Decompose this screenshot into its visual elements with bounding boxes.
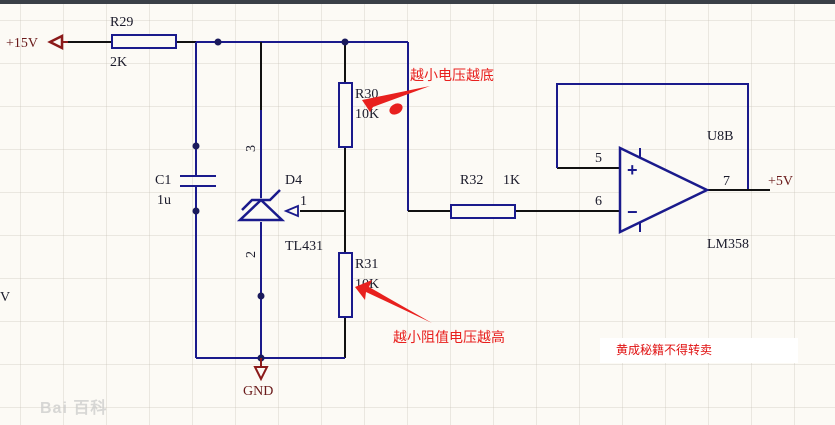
- d4-pin-1: 1: [300, 194, 307, 209]
- r32-resistor[interactable]: [450, 204, 516, 219]
- edge-v-label: V: [0, 290, 10, 305]
- top-bar: [0, 0, 835, 4]
- u8b-ref: U8B: [707, 129, 733, 144]
- r31-resistor[interactable]: [338, 252, 353, 318]
- d4-part: TL431: [285, 239, 323, 254]
- watermark-text: 黄成秘籍不得转卖: [616, 343, 713, 357]
- r30-value: 10K: [355, 107, 379, 122]
- d4-tl431[interactable]: [236, 189, 286, 222]
- opamp-triangle-icon: [618, 146, 710, 234]
- c1-value: 1u: [157, 193, 171, 208]
- vin-power-port[interactable]: [47, 33, 70, 51]
- r32-value: 1K: [503, 173, 520, 188]
- r31-annotation: 越小阻值电压越高: [393, 329, 505, 346]
- vout-label: +5V: [768, 174, 793, 189]
- d4-ref: D4: [285, 173, 302, 188]
- u8b-pin-6: 6: [595, 194, 602, 209]
- u8b-part: LM358: [707, 237, 749, 252]
- r29-value: 2K: [110, 55, 127, 70]
- junction-dot: [214, 38, 222, 46]
- gnd-label: GND: [243, 384, 273, 399]
- r31-ref: R31: [355, 257, 378, 272]
- d4-pin-2: 2: [244, 251, 259, 258]
- junctions: [192, 38, 349, 362]
- power-port-arrow-icon: [47, 33, 64, 51]
- r30-resistor[interactable]: [338, 82, 353, 148]
- watermark-box: [600, 338, 798, 363]
- opamp-plus-sign: +: [627, 160, 638, 180]
- gnd-symbol[interactable]: [253, 358, 269, 382]
- annotation-arrow-r31: [355, 280, 432, 323]
- diode-cathode-bar: [241, 189, 281, 211]
- u8b-pin-7: 7: [723, 174, 730, 189]
- junction-dot: [341, 38, 349, 46]
- opamp-minus-sign: −: [627, 202, 638, 222]
- c1-capacitor[interactable]: [180, 175, 216, 187]
- diode-triangle-icon: [236, 198, 286, 222]
- vin-label: +15V: [6, 36, 38, 51]
- u8b-opamp[interactable]: [618, 146, 710, 234]
- r32-ref: R32: [460, 173, 483, 188]
- u8b-pin-5: 5: [595, 151, 602, 166]
- annotation-arrow-r30: [362, 86, 430, 115]
- wires: [68, 41, 770, 359]
- r29-resistor[interactable]: [111, 34, 177, 49]
- ref-pin-arrow-icon: [283, 204, 299, 218]
- r30-annotation: 越小电压越底: [410, 68, 494, 84]
- c1-ref: C1: [155, 173, 171, 188]
- junction-dot: [192, 207, 200, 215]
- baidu-logo: Bai 百科: [40, 400, 108, 417]
- ground-icon: [253, 366, 269, 382]
- junction-dot: [192, 142, 200, 150]
- r29-ref: R29: [110, 15, 133, 30]
- d4-pin-3: 3: [244, 145, 259, 152]
- junction-dot: [257, 292, 265, 300]
